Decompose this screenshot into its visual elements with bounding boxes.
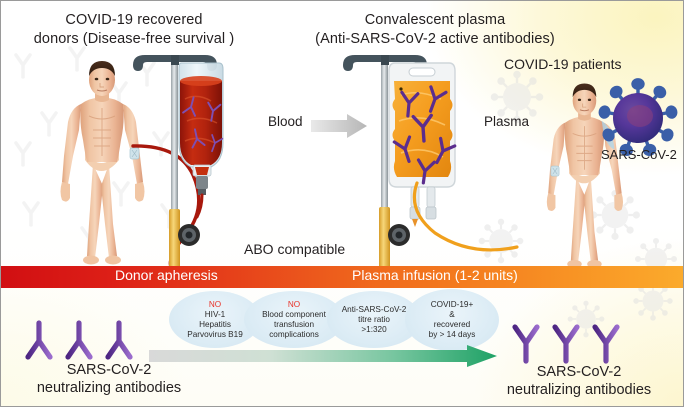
criteria-0-line-1: Hepatitis bbox=[199, 319, 231, 329]
criteria-1-line-2: complications bbox=[269, 329, 319, 339]
criteria-1-no: NO bbox=[287, 299, 301, 309]
criteria-0-line-0: HIV-1 bbox=[204, 309, 226, 319]
blood-label: Blood bbox=[268, 114, 303, 129]
band-left-label: Donor apheresis bbox=[115, 267, 218, 283]
right-header-line1: Convalescent plasma bbox=[364, 12, 506, 28]
criteria-2-line-2: >1:320 bbox=[361, 324, 387, 334]
donor-figure bbox=[60, 61, 145, 265]
left-antibody-caption: SARS-CoV-2 neutralizing antibodies bbox=[9, 361, 209, 397]
left-header-line1: COVID-19 recovered bbox=[65, 12, 203, 28]
criteria-0-line-2: Parvovirus B19 bbox=[187, 329, 243, 339]
plasma-label: Plasma bbox=[484, 114, 530, 129]
virus-label: SARS-CoV-2 bbox=[601, 147, 677, 162]
blood-flow-arrow bbox=[311, 114, 367, 138]
criteria-3-line-0: COVID-19+ bbox=[430, 300, 474, 309]
abo-compatible-label: ABO compatible bbox=[244, 241, 346, 257]
patients-label: COVID-19 patients bbox=[504, 56, 622, 72]
right-header-line2: (Anti-SARS-CoV-2 active antibodies) bbox=[315, 30, 555, 47]
right-antibody-caption-line1: SARS-CoV-2 bbox=[536, 364, 622, 380]
right-header: Convalescent plasma (Anti-SARS-CoV-2 act… bbox=[289, 11, 581, 48]
criteria-1-line-0: Blood component bbox=[262, 309, 326, 319]
criteria-3-line-2: recovered bbox=[433, 320, 471, 329]
right-antibody-caption-line2: neutralizing antibodies bbox=[506, 382, 652, 399]
left-neutralizing-antibodies-icons bbox=[25, 320, 133, 360]
band-right-label: Plasma infusion (1-2 units) bbox=[352, 267, 518, 283]
criteria-0-no: NO bbox=[208, 299, 222, 309]
right-neutralizing-antibodies-icons bbox=[512, 324, 620, 364]
plasma-infusion-stand bbox=[343, 55, 457, 271]
sars-cov-2-virus-icon bbox=[598, 78, 678, 156]
left-antibody-caption-line1: SARS-CoV-2 bbox=[66, 362, 152, 378]
criteria-2-line-1: titre ratio bbox=[358, 314, 390, 324]
plasma-tube-patient bbox=[412, 181, 519, 252]
criteria-2-line-0: Anti-SARS-CoV-2 bbox=[341, 304, 407, 314]
criteria-1-line-1: transfusion bbox=[273, 319, 315, 329]
left-antibody-caption-line2: neutralizing antibodies bbox=[36, 380, 182, 397]
criteria-bubble-recovered: COVID-19+ & recovered by > 14 days bbox=[405, 289, 499, 351]
transfer-arrow bbox=[149, 345, 497, 367]
process-band: Donor apheresis Plasma infusion (1-2 uni… bbox=[1, 266, 683, 288]
left-header-line2: donors (Disease-free survival ) bbox=[33, 30, 235, 47]
right-antibody-caption: SARS-CoV-2 neutralizing antibodies bbox=[479, 363, 679, 399]
donor-apheresis-stand bbox=[133, 55, 224, 271]
patient-figure bbox=[546, 83, 624, 269]
left-header: COVID-19 recovered donors (Disease-free … bbox=[9, 11, 259, 48]
criteria-3-line-1: & bbox=[449, 310, 455, 319]
criteria-3-line-3: by > 14 days bbox=[428, 330, 476, 339]
